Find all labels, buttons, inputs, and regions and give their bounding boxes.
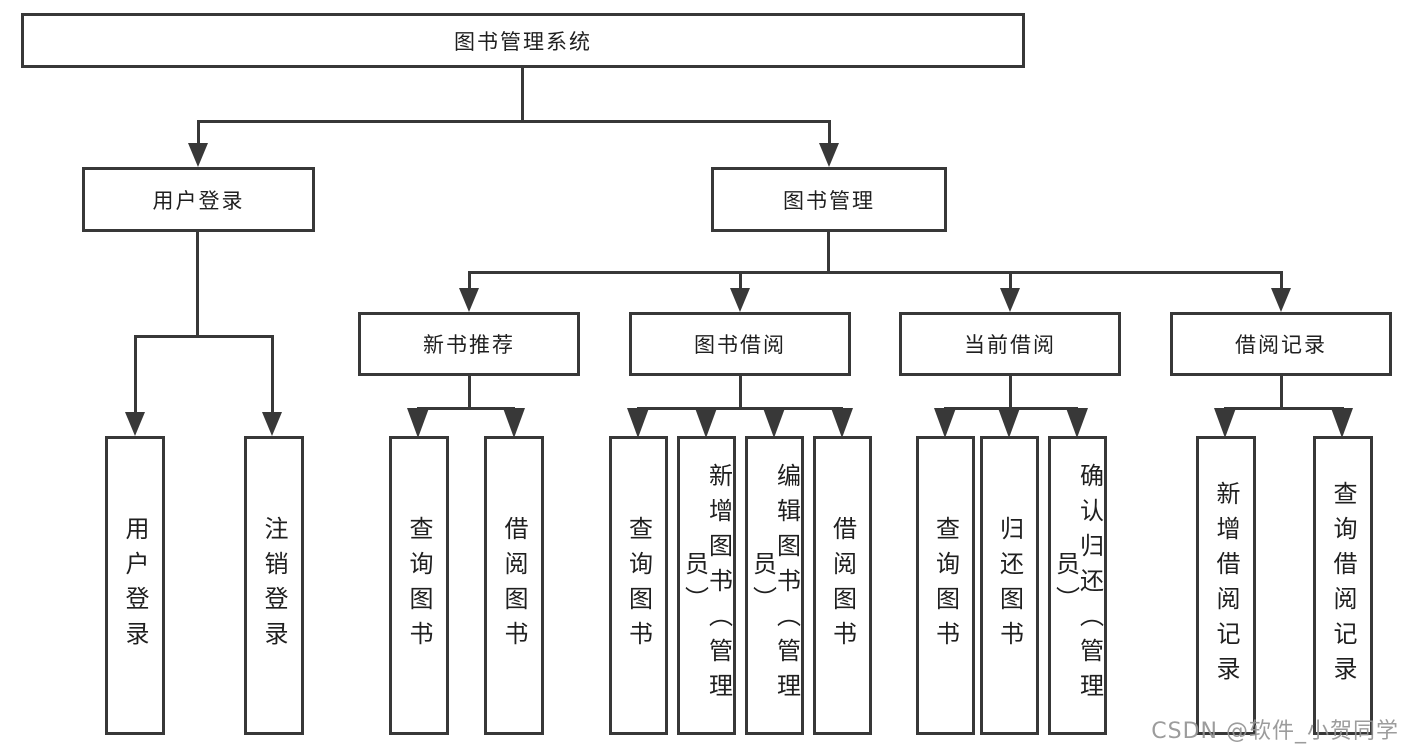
arrowhead-icon (1331, 408, 1353, 438)
arrowhead-icon (1000, 288, 1020, 312)
arrowhead-icon (695, 408, 717, 438)
node-label: 新增图书（管理员） (680, 463, 733, 708)
leaf-add-book-admin: 新增图书（管理员） (677, 436, 736, 735)
node-book-borrow: 图书借阅 (629, 312, 851, 376)
node-label: 归还图书 (995, 515, 1024, 656)
node-label: 借阅图书 (828, 515, 857, 656)
leaf-logout: 注销登录 (244, 436, 304, 735)
arrowhead-icon (730, 288, 750, 312)
arrowhead-icon (407, 408, 429, 438)
connector-userlogin-crossbar (134, 335, 274, 338)
connector-stem (1009, 376, 1012, 410)
arrowhead-icon (998, 408, 1020, 438)
leaf-confirm-return-admin: 确认归还（管理员） (1048, 436, 1107, 735)
node-label: 用户登录 (152, 188, 245, 213)
connector-stem (1280, 376, 1283, 410)
leaf-query-books-2: 查询图书 (609, 436, 668, 735)
leaf-edit-book-admin: 编辑图书（管理员） (745, 436, 804, 735)
node-label: 编辑图书（管理员） (748, 463, 801, 708)
node-label: 当前借阅 (964, 333, 1056, 357)
leaf-borrow-books-2: 借阅图书 (813, 436, 872, 735)
leaf-query-books-1: 查询图书 (389, 436, 449, 735)
watermark-text: CSDN @软件_小贺同学 (1151, 719, 1399, 744)
node-new-book-recommend: 新书推荐 (358, 312, 580, 376)
leaf-query-borrow-record: 查询借阅记录 (1313, 436, 1373, 735)
leaf-add-borrow-record: 新增借阅记录 (1196, 436, 1256, 735)
arrowhead-icon (1271, 288, 1291, 312)
connector-stem (468, 376, 471, 410)
connector-stem (739, 271, 742, 291)
arrowhead-icon (262, 412, 282, 436)
arrowhead-icon (819, 143, 839, 167)
connector-root-stem (521, 68, 524, 122)
connector-stem (739, 376, 742, 410)
connector-userlogin-stem (196, 232, 199, 338)
connector-stem (271, 335, 274, 413)
connector-stem (1280, 271, 1283, 291)
node-book-management: 图书管理 (711, 167, 947, 232)
leaf-user-login: 用户登录 (105, 436, 165, 735)
connector-level1-crossbar (197, 120, 831, 123)
node-label: 图书借阅 (694, 333, 786, 357)
node-label: 新增借阅记录 (1212, 480, 1240, 691)
node-label: 查询图书 (624, 515, 653, 656)
connector-group-crossbar (637, 407, 843, 410)
node-label: 借阅图书 (500, 515, 528, 656)
arrowhead-icon (934, 408, 956, 438)
node-user-login: 用户登录 (82, 167, 315, 232)
arrowhead-icon (125, 412, 145, 436)
node-label: 图书管理 (783, 188, 875, 213)
node-root-label: 图书管理系统 (454, 29, 592, 54)
arrowhead-icon (1214, 408, 1236, 438)
leaf-return-book: 归还图书 (980, 436, 1039, 735)
leaf-borrow-books-1: 借阅图书 (484, 436, 544, 735)
node-root: 图书管理系统 (21, 13, 1025, 68)
connector-stem (134, 335, 137, 413)
connector-stem (1009, 271, 1012, 291)
arrowhead-icon (763, 408, 785, 438)
connector-stem (468, 271, 471, 291)
node-label: 查询图书 (405, 515, 433, 656)
node-current-borrow: 当前借阅 (899, 312, 1121, 376)
node-borrow-records: 借阅记录 (1170, 312, 1392, 376)
node-label: 用户登录 (121, 515, 149, 656)
connector-level2-crossbar (468, 271, 1282, 274)
leaf-query-books-3: 查询图书 (916, 436, 975, 735)
connector-group-crossbar (417, 407, 515, 410)
node-label: 借阅记录 (1235, 333, 1327, 357)
connector-stem (197, 120, 200, 147)
node-label: 查询图书 (931, 515, 960, 656)
arrowhead-icon (627, 408, 649, 438)
connector-bookmgmt-stem (827, 232, 830, 274)
node-label: 确认归还（管理员） (1051, 463, 1104, 708)
node-label: 注销登录 (260, 515, 288, 656)
connector-stem (828, 120, 831, 147)
arrowhead-icon (1066, 408, 1088, 438)
node-label: 查询借阅记录 (1329, 480, 1357, 691)
node-label: 新书推荐 (423, 333, 515, 357)
arrowhead-icon (831, 408, 853, 438)
arrowhead-icon (188, 143, 208, 167)
connector-group-crossbar (1224, 407, 1344, 410)
arrowhead-icon (459, 288, 479, 312)
arrowhead-icon (503, 408, 525, 438)
